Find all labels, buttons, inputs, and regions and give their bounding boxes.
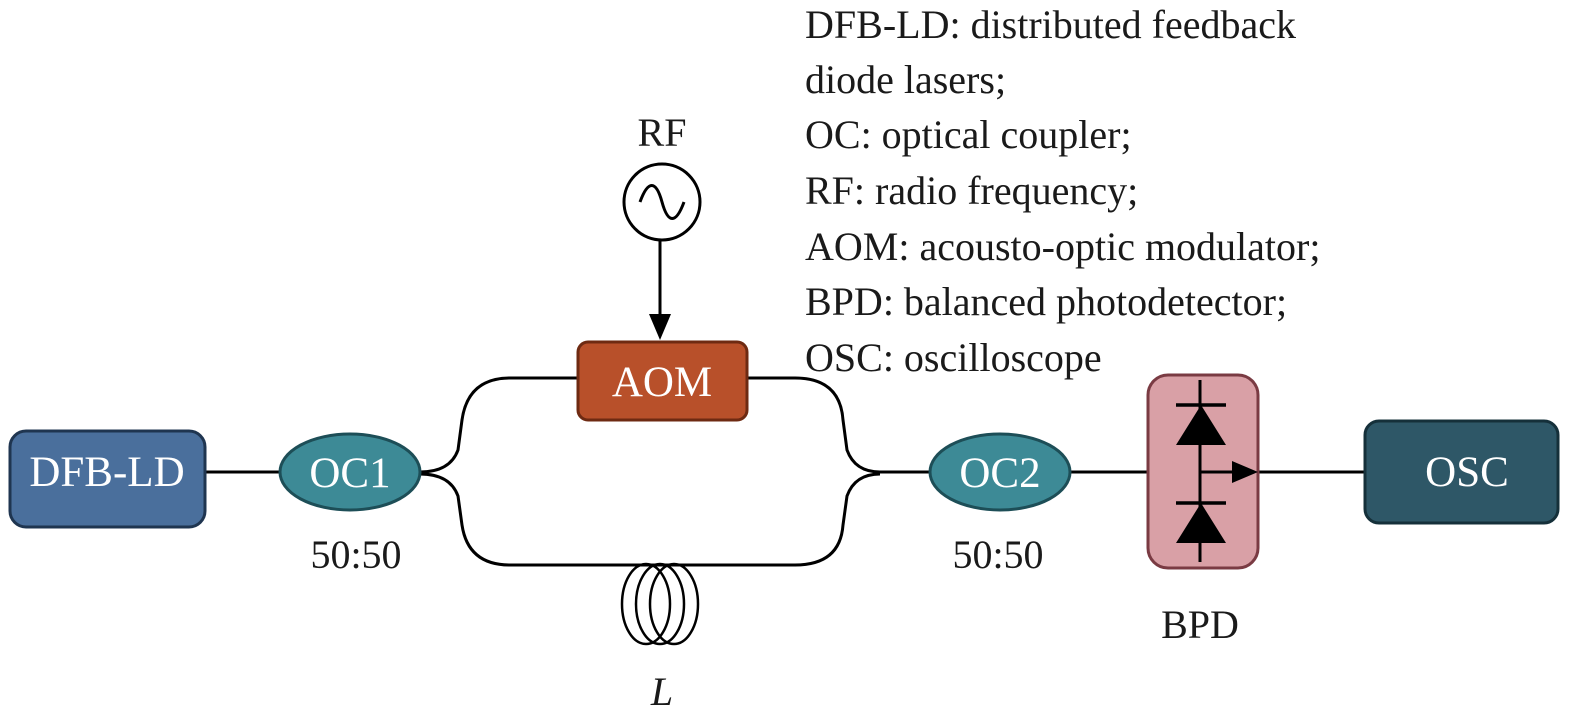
laser-block: DFB-LD bbox=[8, 429, 207, 529]
coupler1-ratio: 50:50 bbox=[310, 532, 401, 577]
coupler2-ratio: 50:50 bbox=[952, 532, 1043, 577]
detector-block: BPD bbox=[1146, 373, 1260, 647]
oscilloscope-box bbox=[1363, 419, 1560, 525]
coupler1-label: OC1 bbox=[309, 450, 390, 497]
coupler1-ellipse bbox=[278, 432, 422, 512]
coupler2-label: OC2 bbox=[959, 450, 1040, 497]
rf-block: RF bbox=[622, 110, 702, 242]
legend-line-1: DFB-LD: distributed feedback bbox=[805, 2, 1296, 47]
oscilloscope-label: OSC bbox=[1425, 449, 1509, 496]
oscilloscope-block: OSC bbox=[1363, 419, 1560, 525]
legend-line-5: AOM: acousto-optic modulator; bbox=[805, 224, 1320, 269]
sine-wave-icon bbox=[638, 184, 686, 220]
laser-box bbox=[8, 429, 207, 529]
legend-line-7: OSC: oscilloscope bbox=[805, 335, 1102, 380]
modulator-label: AOM bbox=[612, 359, 712, 406]
fiber-length-label: L bbox=[650, 669, 673, 714]
legend: DFB-LD: distributed feedback diode laser… bbox=[805, 2, 1320, 380]
oc1-lower-arm bbox=[419, 472, 881, 567]
detector-label: BPD bbox=[1161, 602, 1239, 647]
legend-line-4: RF: radio frequency; bbox=[805, 168, 1138, 213]
coupler1-block: OC1 50:50 bbox=[278, 432, 422, 577]
modulator-block: AOM bbox=[576, 340, 749, 422]
legend-line-6: BPD: balanced photodetector; bbox=[805, 279, 1287, 324]
detector-output-arrow-icon bbox=[1232, 461, 1258, 483]
fiber-coil-icon bbox=[620, 562, 700, 646]
aom-to-oc2-arm bbox=[747, 376, 932, 474]
rf-label: RF bbox=[638, 110, 687, 155]
modulator-box bbox=[576, 340, 749, 422]
upper-diode-icon bbox=[1176, 405, 1226, 445]
laser-label: DFB-LD bbox=[29, 449, 184, 496]
fiber-delay-block: L bbox=[620, 562, 700, 714]
oc1-upper-arm bbox=[419, 376, 578, 474]
coupler2-ellipse bbox=[928, 432, 1072, 512]
lower-diode-icon bbox=[1176, 503, 1226, 543]
legend-line-2: diode lasers; bbox=[805, 57, 1006, 102]
coupler2-block: OC2 50:50 bbox=[928, 432, 1072, 577]
legend-line-3: OC: optical coupler; bbox=[805, 112, 1132, 157]
rf-arrow-head bbox=[649, 314, 671, 340]
